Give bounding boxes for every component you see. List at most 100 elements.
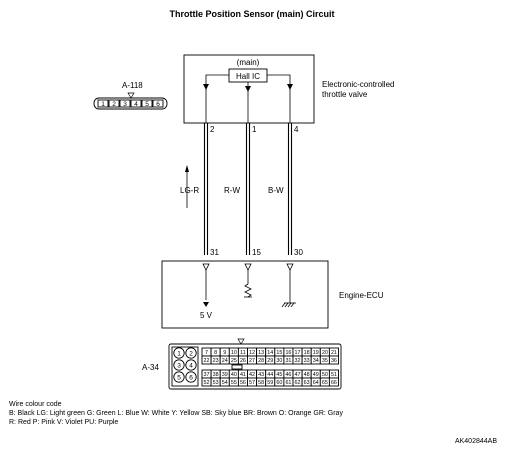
sensor-main-label: (main) — [237, 58, 260, 67]
a34-pin-number: 36 — [331, 358, 337, 364]
a118-pin-cell — [97, 99, 109, 108]
a34-pin-number: 24 — [222, 358, 228, 364]
a118-pin-cell — [141, 99, 153, 108]
a34-round-pin — [185, 347, 197, 359]
a34-pin-number: 8 — [214, 350, 217, 356]
harness-wires — [203, 123, 293, 255]
a34-pin-number: 62 — [295, 380, 301, 386]
a34-pin-number: 41 — [240, 372, 246, 378]
a34-pin-number: 60 — [276, 380, 282, 386]
a34-pin-number: 42 — [249, 372, 255, 378]
engine-ecu-box — [161, 260, 329, 329]
ecu-pin-31: 31 — [210, 248, 219, 257]
a34-pin-number: 50 — [322, 372, 328, 378]
a34-pin-number: 19 — [313, 350, 319, 356]
a34-pin-number: 45 — [276, 372, 282, 378]
a34-pin-number: 44 — [267, 372, 273, 378]
a34-pin-number: 10 — [231, 350, 237, 356]
a34-round-pin-number: 4 — [189, 363, 193, 370]
sensor-pin-1: 1 — [252, 125, 257, 134]
a34-pin-number: 59 — [267, 380, 273, 386]
sensor-description-line2: throttle valve — [322, 90, 368, 99]
a34-round-pin-number: 2 — [189, 351, 193, 358]
wire-color-r-w: R-W — [224, 186, 240, 195]
figure-code: AK402844AB — [455, 438, 497, 445]
a34-pin-number: 64 — [313, 380, 319, 386]
legend-heading: Wire colour code — [9, 401, 62, 408]
a34-round-pin-number: 3 — [177, 363, 181, 370]
wire-color-b-w: B-W — [268, 186, 284, 195]
hall-ic-label: Hall IC — [236, 72, 260, 81]
a34-pin-number: 61 — [285, 380, 291, 386]
a34-pin-number: 48 — [304, 372, 310, 378]
legend-line2: R: Red P: Pink V: Violet PU: Purple — [9, 419, 118, 426]
a34-pin-number: 57 — [249, 380, 255, 386]
a34-pin-number: 52 — [204, 380, 210, 386]
a34-pin-number: 51 — [331, 372, 337, 378]
a118-pin-number: 4 — [134, 101, 138, 108]
a34-pin-number: 46 — [285, 372, 291, 378]
a34-pin-number: 9 — [223, 350, 226, 356]
a34-pin-number: 29 — [267, 358, 273, 364]
a34-pin-number: 25 — [231, 358, 237, 364]
a34-pin-number: 7 — [205, 350, 208, 356]
a34-pin-number: 35 — [322, 358, 328, 364]
a34-pin-number: 27 — [249, 358, 255, 364]
a118-pin-cell — [108, 99, 120, 108]
a118-pin-cell — [119, 99, 131, 108]
a34-pin-number: 21 — [331, 350, 337, 356]
ecu-pin-15: 15 — [252, 248, 261, 257]
sensor-pin-4: 4 — [294, 125, 299, 134]
ecu-voltage-label: 5 V — [200, 311, 213, 320]
a34-round-pin-number: 5 — [177, 375, 181, 382]
a118-pin-number: 2 — [112, 101, 116, 108]
a118-pin-number: 6 — [156, 101, 160, 108]
a34-pin-number: 13 — [258, 350, 264, 356]
connector-a34-label: A-34 — [142, 363, 159, 372]
a34-pin-number: 14 — [267, 350, 273, 356]
a34-pin-number: 54 — [222, 380, 228, 386]
a34-pin-number: 56 — [240, 380, 246, 386]
a34-round-pin-number: 1 — [177, 351, 181, 358]
a34-pin-number: 39 — [222, 372, 228, 378]
a34-pin-number: 18 — [304, 350, 310, 356]
a34-pin-number: 58 — [258, 380, 264, 386]
a118-pin-number: 3 — [123, 101, 127, 108]
a118-pin-number: 5 — [145, 101, 149, 108]
a34-pin-number: 17 — [295, 350, 301, 356]
diagram-title: Throttle Position Sensor (main) Circuit — [169, 9, 334, 19]
a34-pin-number: 32 — [295, 358, 301, 364]
a34-pin-number: 66 — [331, 380, 337, 386]
a34-pin-number: 30 — [276, 358, 282, 364]
a34-round-pin-number: 6 — [189, 375, 193, 382]
a34-pin-number: 40 — [231, 372, 237, 378]
legend-line1: B: Black LG: Light green G: Green L: Blu… — [9, 410, 343, 417]
a34-pin-number: 38 — [213, 372, 219, 378]
a34-pin-number: 22 — [204, 358, 210, 364]
a34-pin-number: 34 — [313, 358, 319, 364]
a34-pin-number: 63 — [304, 380, 310, 386]
sensor-pin-2: 2 — [210, 125, 215, 134]
a34-pin-number: 65 — [322, 380, 328, 386]
signal-direction-arrow — [185, 165, 189, 208]
a34-round-pin — [185, 359, 197, 371]
a34-pin-number: 31 — [285, 358, 291, 364]
a34-pin-number: 20 — [322, 350, 328, 356]
a118-pin-cell — [130, 99, 142, 108]
a34-round-pin — [173, 347, 185, 359]
engine-ecu-label: Engine-ECU — [339, 291, 384, 300]
connector-a118-label: A-118 — [122, 81, 143, 90]
a34-pin-number: 26 — [240, 358, 246, 364]
a34-pin-cell — [328, 377, 339, 387]
a34-pin-number: 33 — [304, 358, 310, 364]
a34-round-pin — [173, 359, 185, 371]
a34-pin-number: 15 — [276, 350, 282, 356]
a118-pin-cell — [152, 99, 164, 108]
a34-pin-number: 23 — [213, 358, 219, 364]
a118-pin-number: 1 — [101, 101, 105, 108]
wire-color-lg-r: LG-R — [180, 186, 199, 195]
a34-pin-number: 47 — [295, 372, 301, 378]
sensor-description-line1: Electronic-controlled — [322, 80, 394, 89]
